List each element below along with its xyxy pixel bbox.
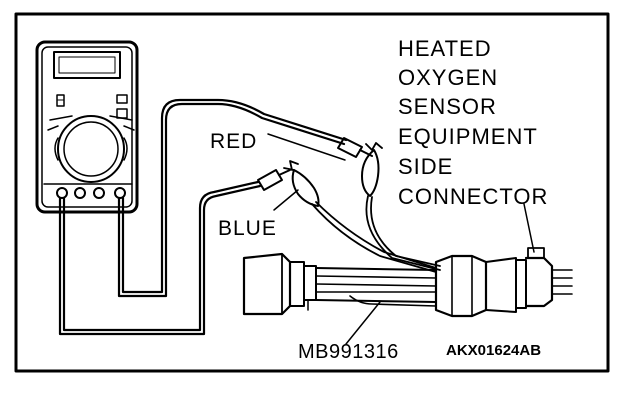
- red-clip: [361, 142, 383, 197]
- multimeter: [35, 40, 139, 214]
- clip-wires: [311, 195, 441, 273]
- test-harness: [242, 247, 573, 318]
- tool-number-label: MB991316: [298, 341, 399, 363]
- blue-probe: [257, 169, 291, 191]
- sensor-title-line-6: CONNECTOR: [398, 184, 549, 209]
- sensor-title-line-5: SIDE: [398, 154, 454, 179]
- meter-leads: [58, 98, 348, 336]
- leader-lines: [267, 133, 535, 345]
- blue-wire-label: BLUE: [218, 217, 277, 240]
- sensor-title-line-2: OXYGEN: [398, 65, 499, 90]
- sensor-title-line-4: EQUIPMENT: [398, 124, 538, 149]
- blue-clip: [283, 160, 320, 207]
- sensor-title-line-3: SENSOR: [398, 94, 497, 119]
- sensor-title-line-1: HEATED: [398, 36, 492, 61]
- red-probe: [337, 137, 373, 158]
- figure-frame: [14, 12, 610, 373]
- figure-code-label: AKX01624AB: [446, 342, 542, 359]
- red-wire-label: RED: [210, 130, 258, 153]
